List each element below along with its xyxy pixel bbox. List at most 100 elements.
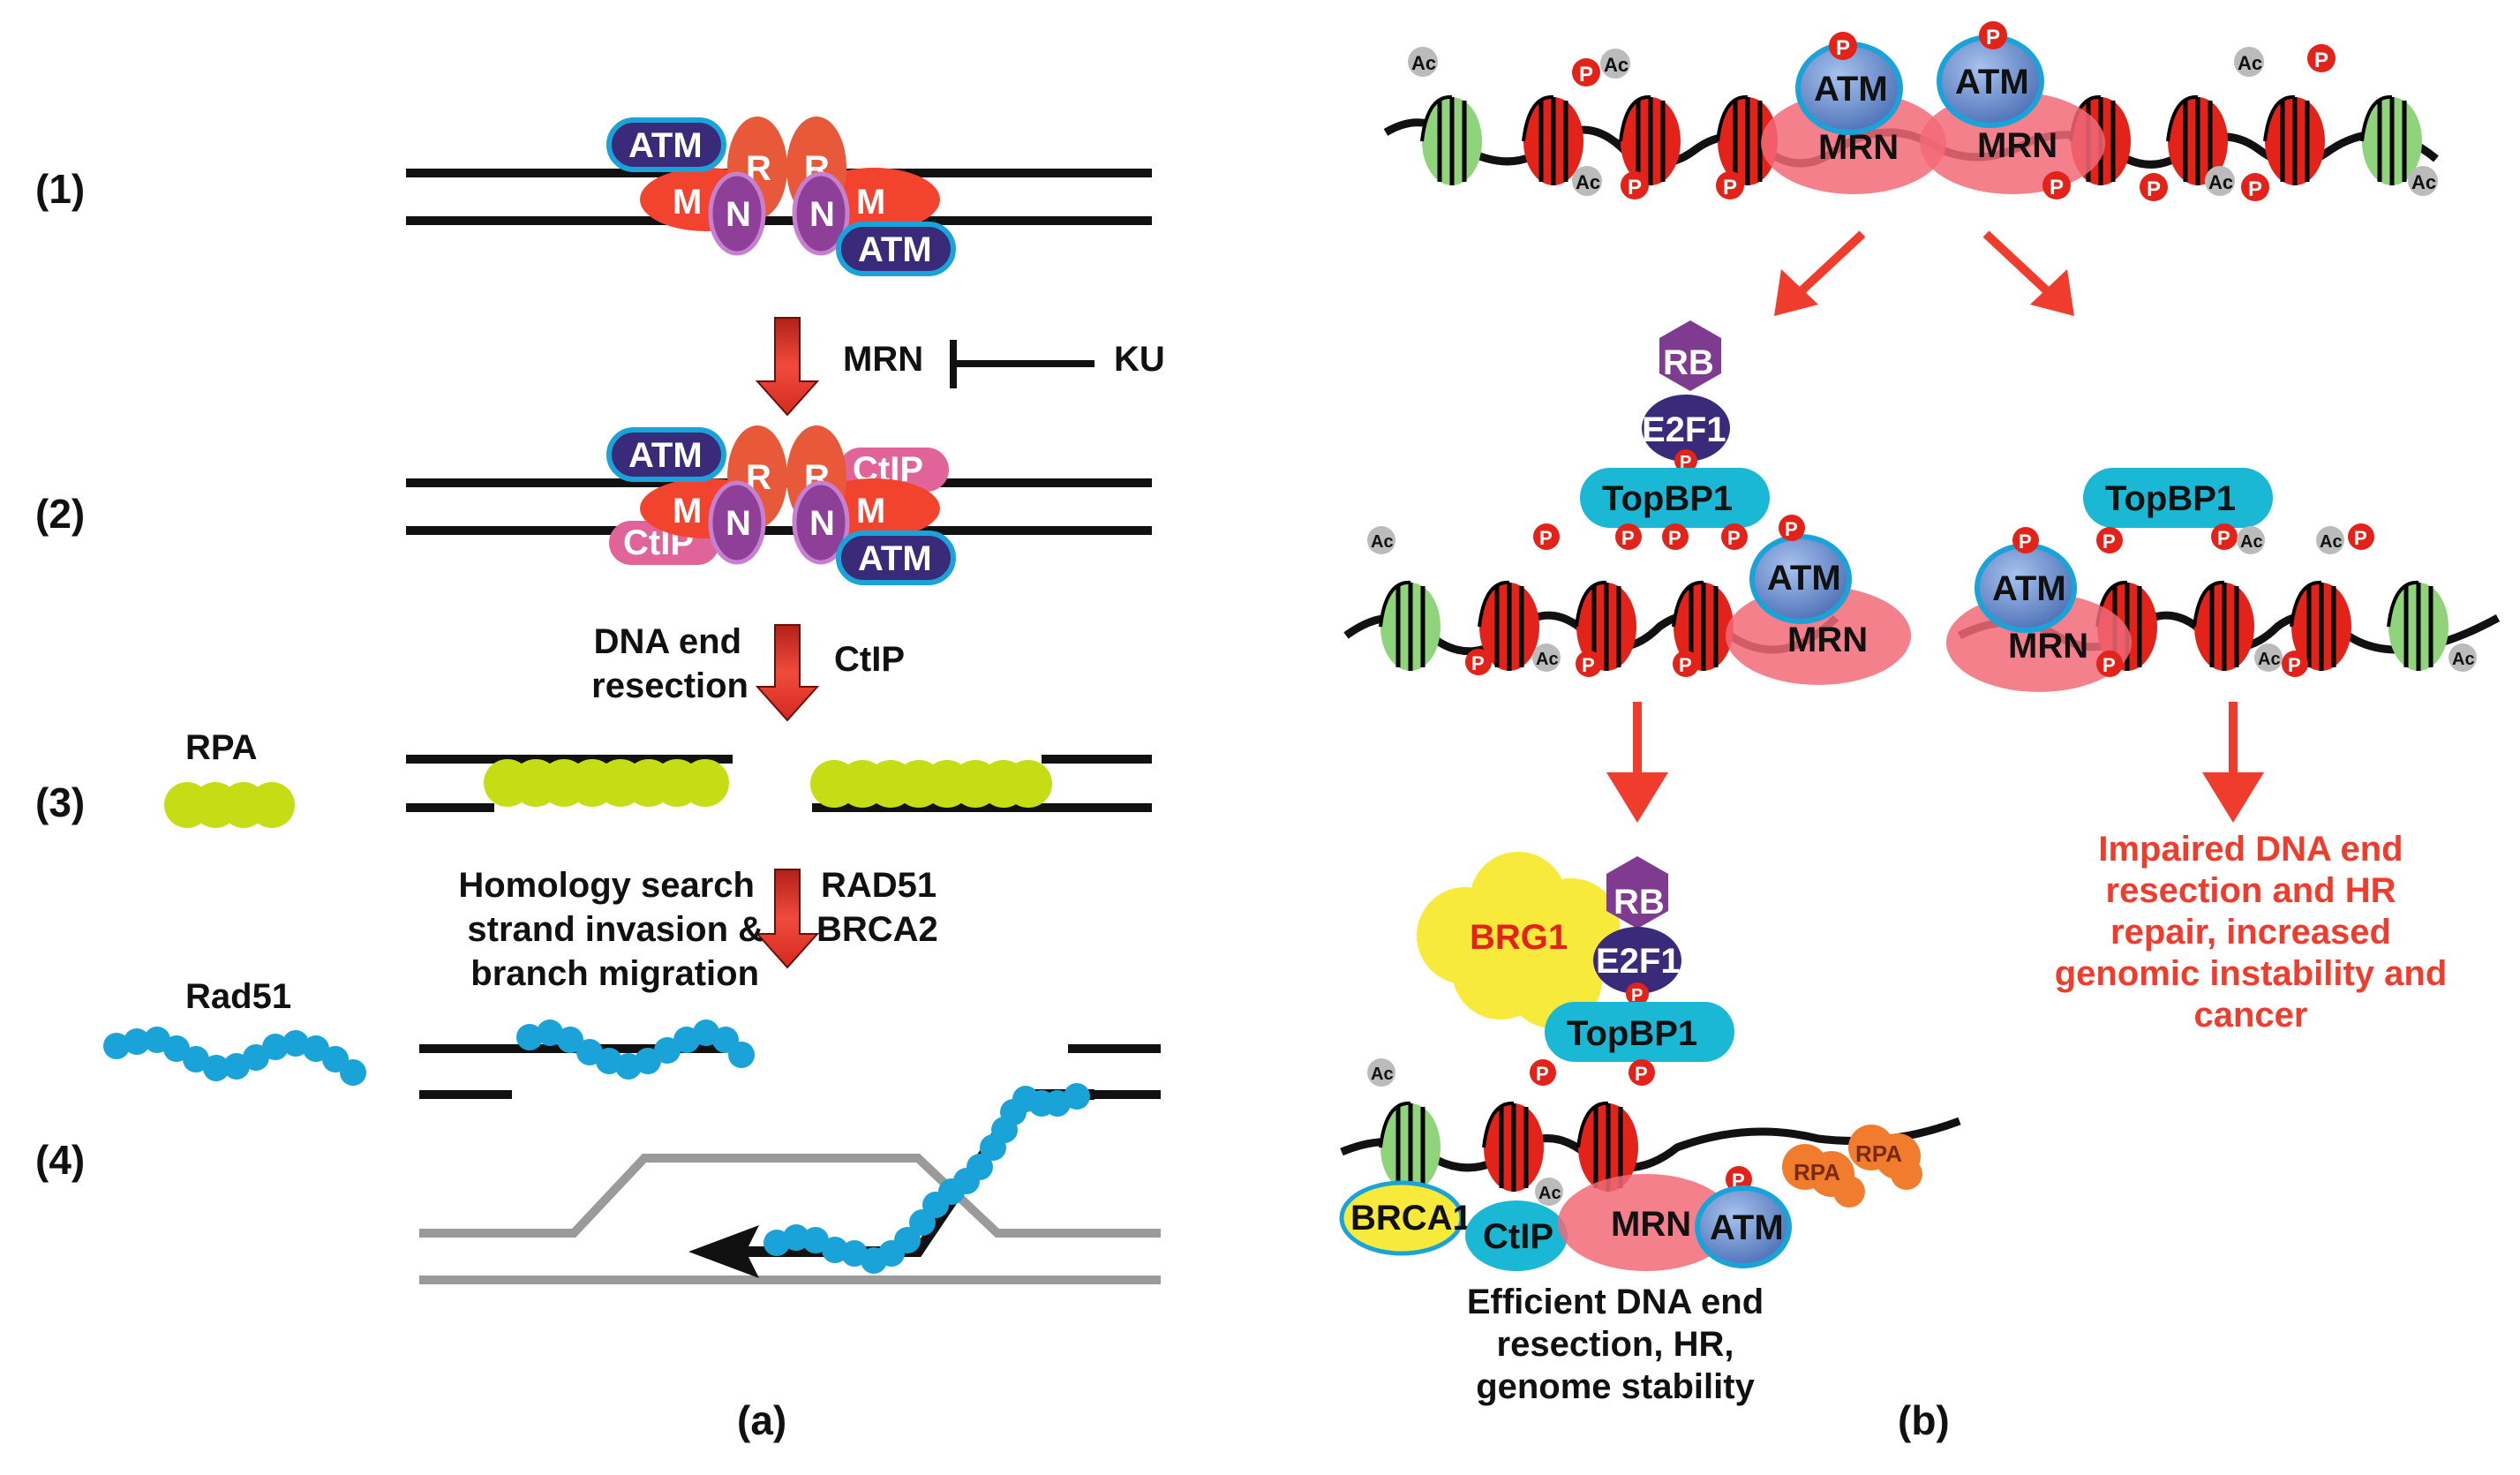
step2-mrn-left: CtIP M R N ATM	[606, 425, 787, 565]
arrow-down-right	[2202, 702, 2264, 823]
svg-text:P: P	[1582, 654, 1595, 676]
svg-text:P: P	[1628, 176, 1642, 199]
brg1-blob	[1417, 852, 1620, 1028]
acetyl-marks-top: Ac Ac Ac Ac Ac Ac	[1408, 47, 2438, 196]
atm-label: ATM	[858, 539, 932, 578]
rpa-legend-label: RPA	[185, 728, 257, 767]
svg-text:P: P	[2103, 531, 2116, 553]
svg-text:P: P	[2217, 527, 2230, 549]
svg-text:P: P	[1635, 1063, 1648, 1085]
svg-text:Ac: Ac	[1538, 1184, 1561, 1203]
ku-label: KU	[1114, 340, 1165, 379]
panel-a-caption: (a)	[737, 1397, 786, 1443]
svg-text:Ac: Ac	[1576, 171, 1600, 193]
bottom-left-complex: BRG1 RB E2F1 P TopBP1 Ac P P Ac P BRCA1 …	[1339, 852, 1961, 1271]
svg-text:Ac: Ac	[1411, 52, 1436, 74]
svg-text:Ac: Ac	[1371, 1065, 1394, 1084]
svg-text:Ac: Ac	[1604, 54, 1629, 76]
top-chromatin: MRN ATM MRN ATM P P P P P P P P P	[1383, 21, 2439, 201]
e2f1-label: E2F1	[1596, 942, 1681, 981]
atm-label: ATM	[1767, 559, 1841, 598]
rpa-bound	[1782, 1125, 1922, 1208]
svg-text:P: P	[1539, 527, 1553, 549]
step2-mrn-right: CtIP M R N ATM	[786, 425, 956, 585]
arrow-down-left	[1606, 702, 1668, 823]
outcome-good-line1: Efficient DNA end	[1467, 1283, 1764, 1321]
svg-text:P: P	[2147, 177, 2161, 201]
svg-text:P: P	[1668, 527, 1681, 549]
svg-text:Ac: Ac	[1371, 532, 1394, 552]
svg-text:P: P	[2050, 176, 2064, 199]
brca2-step-label: BRCA2	[816, 910, 938, 949]
step3-dna	[406, 755, 1152, 812]
arrow-step1-to-2	[755, 317, 820, 417]
step-label-4: (4)	[35, 1137, 85, 1183]
ctip-label: CtIP	[1483, 1217, 1553, 1256]
rpa-legend	[164, 782, 295, 828]
svg-text:P: P	[1836, 36, 1850, 60]
outcome-good-line2: resection, HR,	[1497, 1325, 1734, 1364]
brca1-label: BRCA1	[1350, 1199, 1472, 1238]
step1-mrn-right: M R N ATM	[786, 117, 956, 276]
mrn-label: MRN	[2008, 627, 2088, 666]
svg-text:P: P	[2103, 654, 2116, 676]
atm-label: ATM	[1814, 70, 1888, 109]
arrow-step2-to-3	[755, 624, 820, 722]
svg-text:P: P	[2354, 527, 2367, 549]
svg-text:P: P	[1631, 986, 1643, 1005]
marks-middle-left: P P P P P P P P Ac Ac	[1367, 515, 1805, 677]
atm-label: ATM	[628, 436, 703, 475]
brg1-label: BRG1	[1470, 918, 1568, 957]
arrow-top-right	[1982, 230, 2074, 316]
marks-bottom: Ac P P Ac P	[1367, 1058, 1752, 1206]
nbs1-label: N	[809, 504, 835, 543]
rpa-label: RPA	[1794, 1159, 1840, 1185]
e2f1-label: E2F1	[1642, 410, 1726, 449]
svg-text:P: P	[1986, 26, 2000, 49]
homology-label-line3: branch migration	[470, 954, 759, 993]
mrn-label: MRN	[1977, 126, 2057, 165]
panel-a: (1) (2) (3) (4) M R N ATM M R N ATM	[35, 117, 1165, 1443]
outcome-bad-line2: resection and HR	[2106, 871, 2396, 910]
mre11-label: M	[856, 183, 885, 222]
atm-label: ATM	[1710, 1208, 1784, 1247]
ctip-step-label: CtIP	[834, 640, 905, 679]
atm-label: ATM	[858, 230, 932, 269]
mre11-label: M	[673, 492, 702, 531]
nbs1-label: N	[726, 195, 751, 234]
svg-text:P: P	[1680, 453, 1691, 472]
svg-text:Ac: Ac	[1536, 650, 1559, 669]
svg-text:Ac: Ac	[2320, 532, 2343, 552]
mrn-complex-top-left: MRN ATM	[1761, 41, 1946, 194]
homology-label-line2: strand invasion &	[467, 910, 764, 949]
outcome-bad-line3: repair, increased	[2110, 913, 2391, 952]
rpa-coated-ssdna-left	[484, 759, 729, 807]
middle-left-branch: RB E2F1 P TopBP1 MRN ATM P P P P P P P	[1343, 320, 1911, 685]
rb-label: RB	[1663, 343, 1714, 382]
resection-label-line2: resection	[591, 666, 748, 705]
rad51-legend	[103, 1027, 366, 1086]
topbp1-label: TopBP1	[2105, 479, 2236, 518]
svg-text:Ac: Ac	[2411, 171, 2436, 193]
atm-label: ATM	[628, 126, 703, 165]
outcome-impaired: Impaired DNA end resection and HR repair…	[2055, 830, 2448, 1035]
nbs1-label: N	[809, 195, 835, 234]
mrn-label: MRN	[1611, 1205, 1691, 1244]
svg-text:P: P	[2019, 531, 2032, 553]
svg-text:P: P	[1471, 652, 1485, 674]
svg-text:P: P	[1723, 176, 1737, 199]
atm-label: ATM	[1992, 569, 2066, 608]
step-label-3: (3)	[35, 779, 85, 825]
svg-text:Ac: Ac	[2208, 171, 2233, 193]
arrow-step3-to-4	[755, 869, 820, 969]
svg-text:P: P	[1679, 654, 1692, 676]
step-label-2: (2)	[35, 491, 85, 537]
mrn-label: MRN	[1787, 621, 1868, 659]
rb-label: RB	[1614, 883, 1665, 922]
svg-text:P: P	[1727, 527, 1741, 549]
svg-text:P: P	[1579, 63, 1593, 87]
marks-middle-right: P P P P P P Ac Ac Ac Ac	[2012, 523, 2477, 677]
rpa-label: RPA	[1855, 1140, 1902, 1167]
rad51-legend-label: Rad51	[185, 977, 291, 1016]
